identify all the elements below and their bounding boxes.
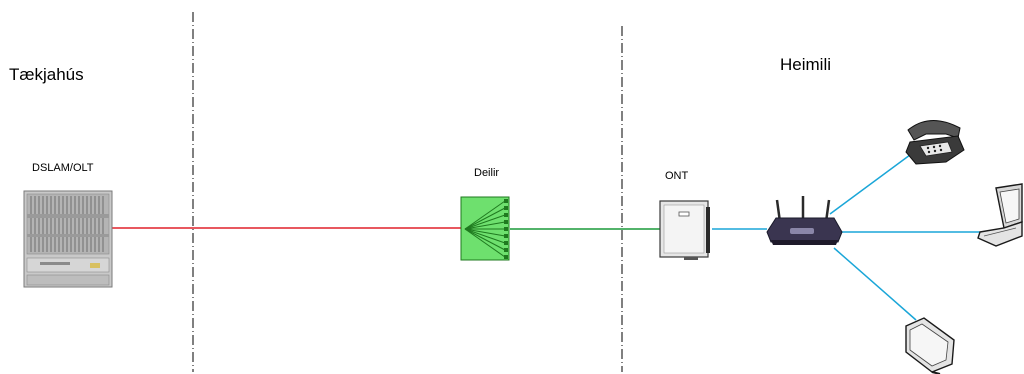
laptop-icon: [977, 183, 1023, 247]
olt-label: DSLAM/OLT: [32, 162, 94, 174]
dslam-olt-rack-icon: [23, 190, 113, 288]
wireless-router-icon: [766, 196, 843, 245]
telephone-icon: [905, 120, 965, 165]
zone-label-home: Heimili: [780, 55, 831, 74]
monitor-icon: [905, 317, 955, 374]
link-router-phone: [829, 151, 915, 215]
splitter-label: Deilir: [474, 167, 500, 179]
optical-splitter-icon: [460, 196, 510, 261]
link-router-monitor: [833, 247, 917, 321]
zone-label-exchange: Tækjahús: [9, 65, 84, 84]
ont-label: ONT: [665, 170, 689, 182]
ont-box-icon: [659, 200, 710, 260]
